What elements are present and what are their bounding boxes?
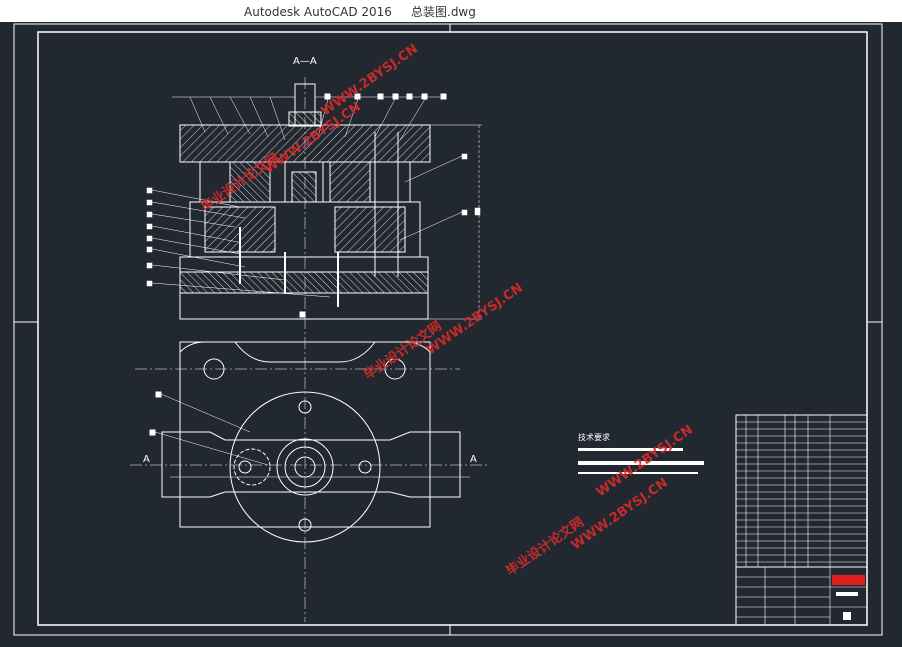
sheet-border (13, 23, 883, 636)
title-bar: Autodesk AutoCAD 2016 总装图.dwg (0, 0, 902, 23)
tech-requirements: 技术要求 (578, 432, 704, 474)
drawing-canvas[interactable]: A—A (0, 22, 902, 643)
section-mark-left: A (143, 454, 150, 465)
watermark-url-2: WWW.2BYSJ.CN (319, 42, 421, 120)
section-view (146, 77, 482, 622)
window-title: Autodesk AutoCAD 2016 总装图.dwg (244, 3, 476, 20)
section-label: A—A (293, 56, 317, 67)
watermark-url-3: WWW.2BYSJ.CN (424, 281, 526, 359)
drawing-svg: A—A (13, 23, 883, 636)
watermarks: WWW.2BYSJ.CN 毕业设计论文网 WWW.2BYSJ.CN WWW.2B… (198, 42, 696, 580)
left-leaders (146, 187, 331, 298)
title-block-rows (736, 421, 867, 625)
app-title: Autodesk AutoCAD 2016 (244, 5, 392, 19)
file-name: 总装图.dwg (411, 5, 476, 19)
title-block (735, 414, 868, 626)
section-mark-right: A (470, 454, 477, 465)
tech-req-title: 技术要求 (578, 432, 610, 442)
plan-view (130, 341, 490, 543)
right-leaders (399, 124, 482, 320)
